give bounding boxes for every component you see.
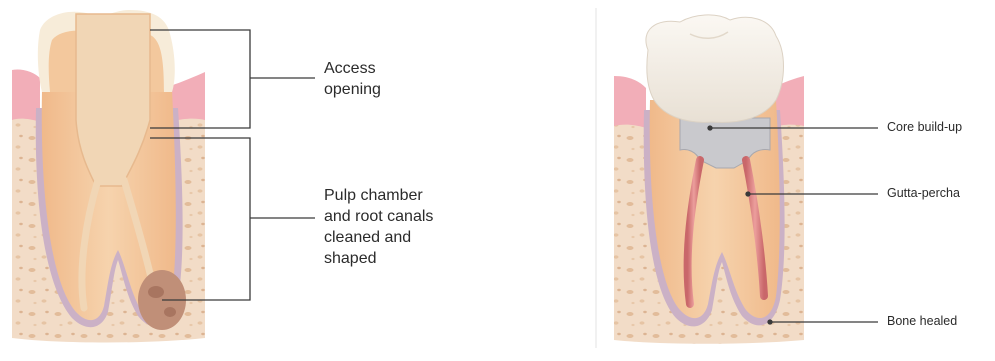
pulp-line-3: cleaned and bbox=[324, 227, 433, 248]
restored-crown bbox=[646, 15, 784, 122]
access-opening-label: Access opening bbox=[324, 58, 381, 100]
left-tooth-illustration bbox=[12, 10, 205, 343]
right-gum-left bbox=[614, 76, 646, 128]
bone-healed-label: Bone healed bbox=[887, 314, 957, 329]
access-opening-line-1: Access bbox=[324, 58, 381, 79]
core-build-up-label: Core build-up bbox=[887, 120, 962, 135]
pulp-line-2: and root canals bbox=[324, 206, 433, 227]
right-tooth-illustration bbox=[614, 15, 804, 344]
pulp-line-4: shaped bbox=[324, 248, 433, 269]
gutta-percha-label: Gutta-percha bbox=[887, 186, 960, 201]
pulp-line-1: Pulp chamber bbox=[324, 185, 433, 206]
pulp-chamber-label: Pulp chamber and root canals cleaned and… bbox=[324, 185, 433, 269]
access-opening-line-2: opening bbox=[324, 79, 381, 100]
left-gum bbox=[12, 69, 40, 122]
